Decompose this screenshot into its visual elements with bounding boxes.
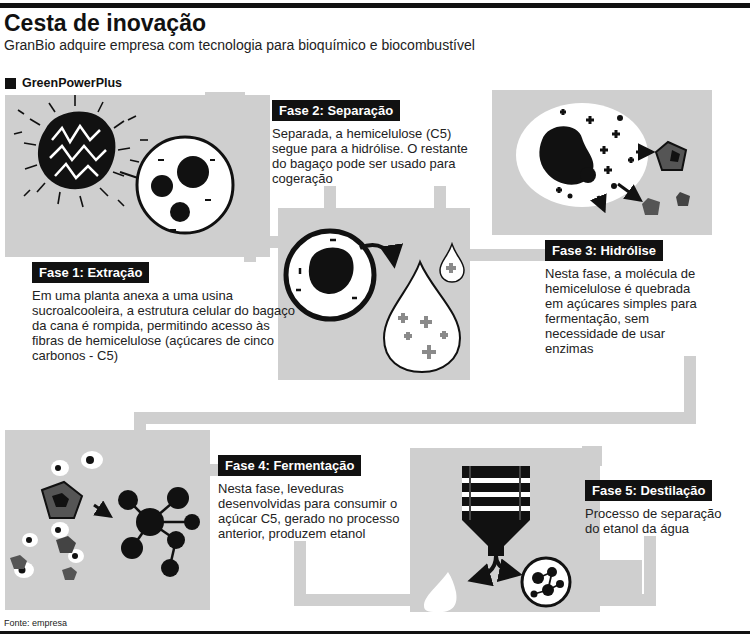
deco-square [600, 560, 642, 605]
phase-heading: Fase 4: Fermentação [218, 455, 361, 476]
phase-block: Fase 5: DestilaçãoProcesso de separação … [585, 480, 737, 536]
phase1-art [5, 95, 270, 257]
phase-description: Nesta fase, leveduras desenvolvidas para… [218, 481, 408, 541]
phase5-art [410, 448, 600, 612]
phase-block: Fase 2: SeparaçãoSeparada, a hemicelulos… [272, 100, 472, 186]
source-note: Fonte: empresa [4, 618, 67, 629]
subtitle: GranBio adquire empresa com tecnologia p… [4, 37, 475, 54]
phase-heading: Fase 5: Destilação [585, 480, 712, 501]
bottom-rule [0, 631, 750, 634]
phase4-art [5, 430, 210, 610]
phase-block: Fase 1: Extração Em uma planta anexa a um… [32, 262, 302, 363]
phase2-art [278, 208, 470, 380]
section-label: GreenPowerPlus [22, 76, 122, 91]
phase-description: Processo de separação do etanol da água [585, 506, 737, 536]
phase-block: Fase 3: HidróliseNesta fase, a molécula … [545, 240, 710, 356]
title: Cesta de inovação [4, 10, 206, 36]
phase-heading: Fase 3: Hidrólise [545, 240, 663, 261]
section-marker [5, 78, 16, 89]
top-rule [0, 3, 750, 8]
phase-description: Nesta fase, a molécula de hemicelulose é… [545, 266, 710, 356]
phase-description: Em uma planta anexa a uma usina sucroalc… [32, 288, 302, 363]
phase-heading: Fase 1: Extração [32, 262, 149, 283]
phase-heading: Fase 2: Separação [272, 100, 400, 121]
phase3-art [492, 90, 712, 235]
phase-block: Fase 4: FermentaçãoNesta fase, leveduras… [218, 455, 408, 541]
phase-description: Separada, a hemicelulose (C5) segue para… [272, 126, 472, 186]
